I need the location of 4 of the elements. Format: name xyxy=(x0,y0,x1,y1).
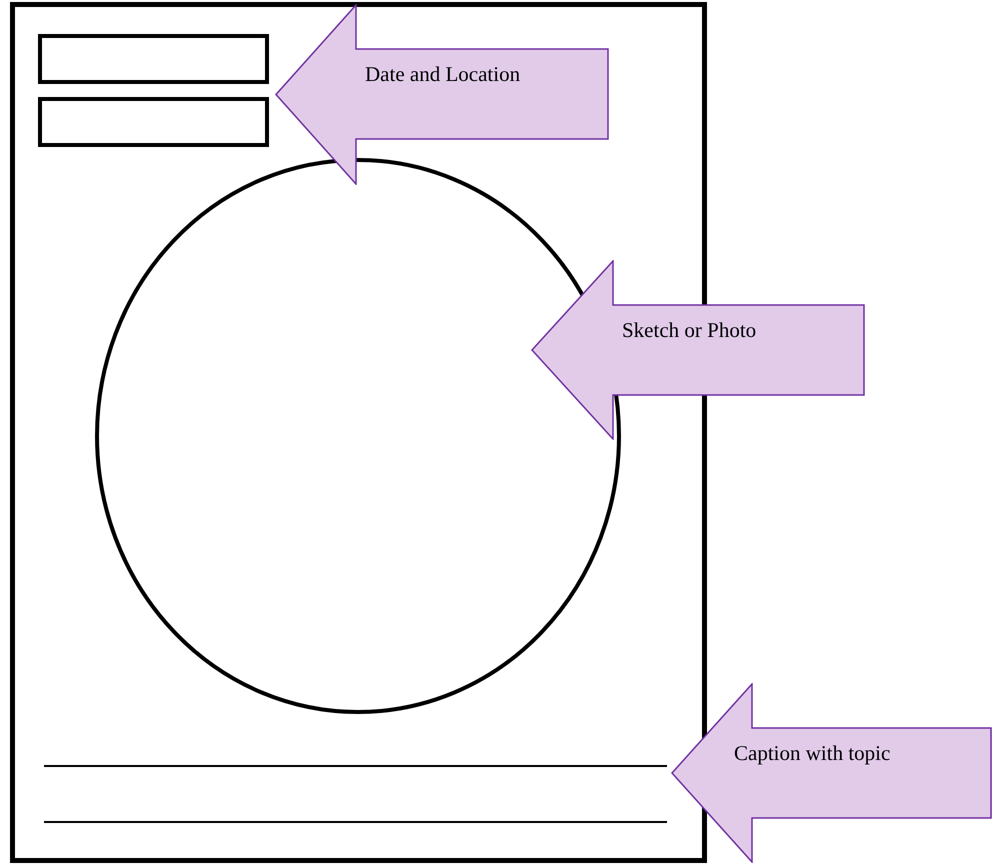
callout-text: Date and Location xyxy=(365,60,522,88)
callout-text: Caption with topic xyxy=(734,740,892,766)
page-frame xyxy=(10,2,707,863)
callout-text: Sketch or Photo xyxy=(622,316,758,344)
